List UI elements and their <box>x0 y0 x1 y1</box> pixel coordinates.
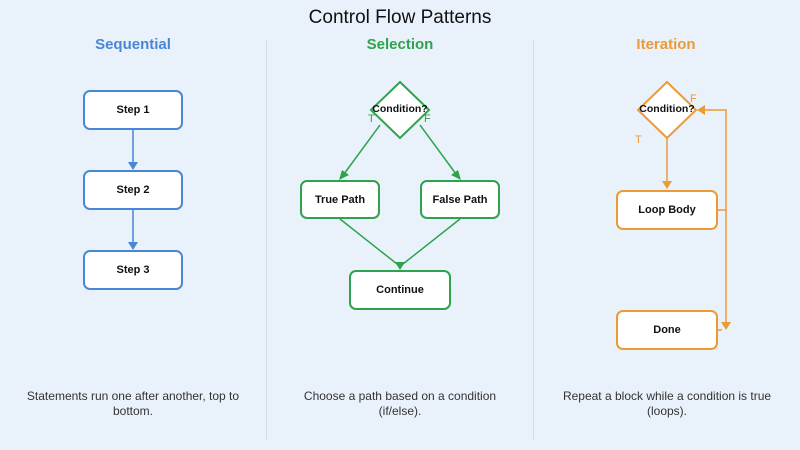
iteration-heading: Iteration <box>636 36 696 53</box>
step-3-node: Step 3 <box>83 250 183 290</box>
step-1-node: Step 1 <box>83 90 183 130</box>
true-path-node: True Path <box>300 180 380 219</box>
sequential-heading: Sequential <box>95 36 171 53</box>
arrowhead <box>395 262 405 270</box>
arrowhead <box>128 242 138 250</box>
selection-caption: Choose a path based on a condition (if/e… <box>303 389 497 418</box>
arrowhead <box>451 170 461 180</box>
arrowhead <box>128 162 138 170</box>
selection-condition-diamond <box>369 80 431 140</box>
done-node: Done <box>616 310 718 350</box>
false-path-node: False Path <box>420 180 500 219</box>
column-divider <box>533 40 534 440</box>
arrowhead <box>721 322 731 330</box>
arrow-true-branch <box>343 124 381 175</box>
selection-false-label: F <box>424 113 431 125</box>
arrow-false-branch <box>419 124 457 175</box>
arrow-true-to-continue <box>339 218 398 265</box>
selection-heading: Selection <box>366 36 434 53</box>
selection-condition-label: Condition? <box>372 103 428 115</box>
arrow-loop-back <box>703 109 727 211</box>
arrowhead <box>662 181 672 189</box>
arrowhead <box>339 170 349 180</box>
arrowhead <box>697 105 705 115</box>
loop-body-node: Loop Body <box>616 190 718 230</box>
iteration-true-label: T <box>635 134 642 146</box>
column-divider <box>266 40 267 440</box>
diagram-title: Control Flow Patterns <box>308 7 492 28</box>
continue-node: Continue <box>349 270 451 310</box>
iteration-condition-label: Condition? <box>639 103 695 115</box>
iteration-false-label: F <box>690 93 697 105</box>
selection-true-label: T <box>368 113 375 125</box>
sequential-caption: Statements run one after another, top to… <box>26 389 240 418</box>
step-2-node: Step 2 <box>83 170 183 210</box>
iteration-caption: Repeat a block while a condition is true… <box>562 389 772 418</box>
arrow-false-to-continue <box>402 218 461 265</box>
